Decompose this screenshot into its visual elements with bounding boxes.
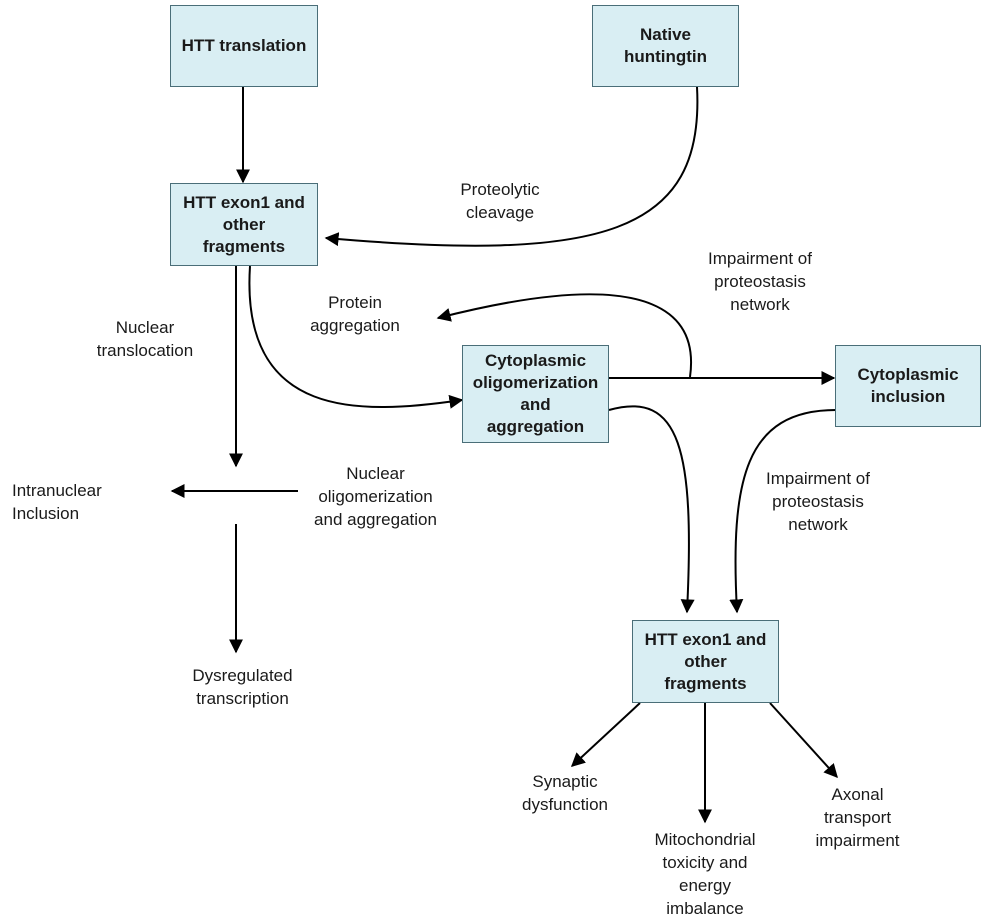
htt-fragments-bottom-box: HTT exon1 and other fragments	[632, 620, 779, 703]
mitochondrial-toxicity-label: Mitochondrial toxicity and energy imbala…	[654, 830, 756, 918]
impairment-proteostasis-top-label: Impairment of proteostasis network	[708, 249, 812, 314]
cytoplasmic-inclusion-label: Cytoplasmic inclusion	[857, 365, 959, 406]
htt-fragments-top-box: HTT exon1 and other fragments	[170, 183, 318, 266]
nuclear-oligomerization-label: Nuclear oligomerization and aggregation	[314, 464, 437, 529]
native-huntingtin-box: Native huntingtin	[592, 5, 739, 87]
arrow-proteolytic-cleavage	[324, 86, 699, 247]
intranuclear-inclusion-label: Intranuclear Inclusion	[12, 481, 102, 523]
axonal-transport-label: Axonal transport impairment	[815, 785, 900, 850]
impairment-proteostasis-bottom-label: Impairment of proteostasis network	[766, 469, 870, 534]
dysregulated-transcription-label: Dysregulated transcription	[192, 666, 293, 708]
arrow-inclusion-to-bottom-fragments	[729, 409, 837, 614]
htt-fragments-bottom-label: HTT exon1 and other fragments	[644, 629, 767, 693]
arrow-cyto-oligomer-to-bottom-fragments	[608, 405, 695, 614]
arrow-protein-aggregation	[436, 293, 692, 378]
proteolytic-cleavage-label: Proteolytic cleavage	[460, 180, 540, 222]
cytoplasmic-oligomerization-box: Cytoplasmic oligomerization and aggregat…	[462, 345, 609, 443]
arrow-to-synaptic-dysfunction	[570, 702, 641, 767]
cytoplasmic-inclusion-box: Cytoplasmic inclusion	[835, 345, 981, 427]
htt-translation-label: HTT translation	[181, 36, 307, 55]
synaptic-dysfunction-label: Synaptic dysfunction	[522, 772, 608, 814]
protein-aggregation-label: Protein aggregation	[310, 293, 400, 335]
arrow-fragments-to-cyto-oligomer	[248, 265, 464, 409]
htt-translation-box: HTT translation	[170, 5, 318, 87]
cytoplasmic-oligomerization-label: Cytoplasmic oligomerization and aggregat…	[472, 351, 599, 436]
nuclear-translocation-label: Nuclear translocation	[96, 318, 194, 360]
native-huntingtin-label: Native huntingtin	[623, 25, 708, 66]
htt-fragments-top-label: HTT exon1 and other fragments	[183, 192, 305, 256]
arrow-to-axonal-transport	[769, 702, 838, 779]
